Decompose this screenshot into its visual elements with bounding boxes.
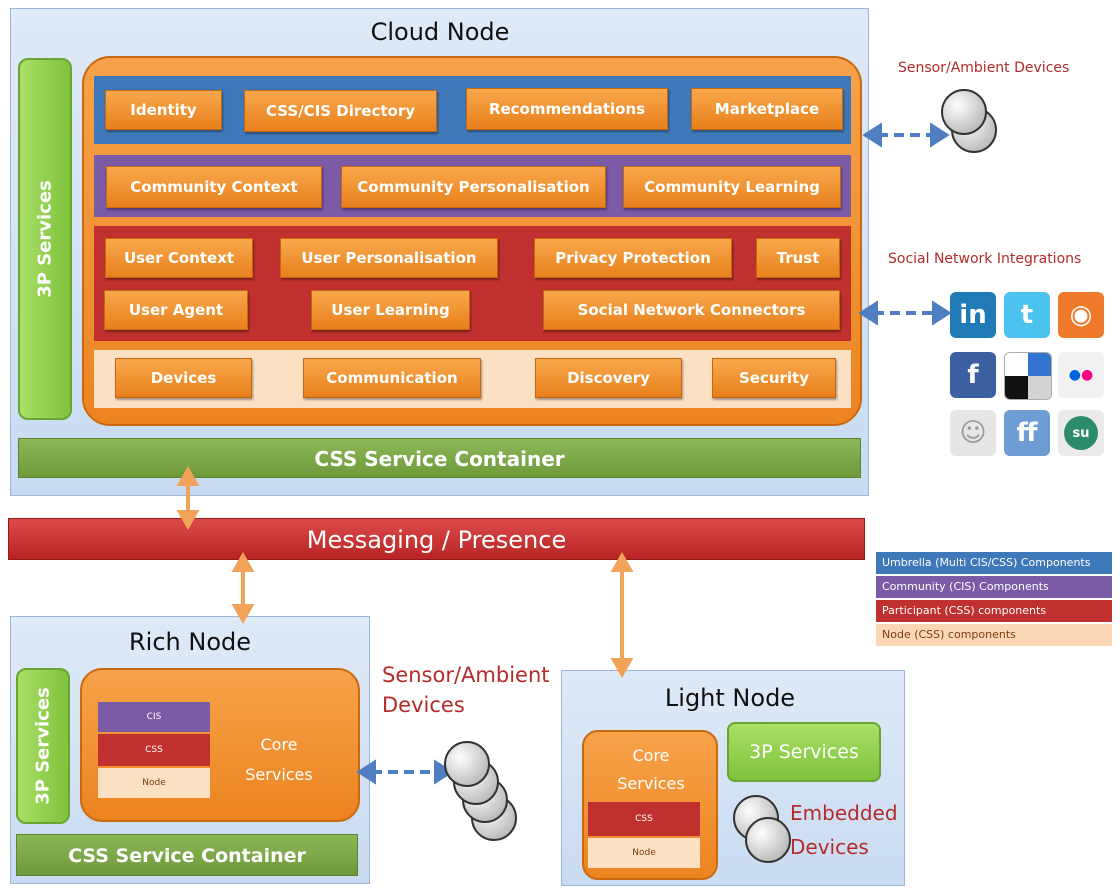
messaging-presence-bar: Messaging / Presence [8,518,865,560]
light-node-title: Light Node [664,684,796,712]
privacy-protection-component: Privacy Protection [534,238,732,278]
security-component: Security [712,358,836,398]
rich-sensor-arrow [356,759,454,785]
cloud-3p-services: 3P Services [18,58,72,420]
facebook-icon: f [950,352,996,398]
rich-node-box: Node [98,768,210,798]
twitter-icon: t [1004,292,1050,338]
delicious-icon [1004,352,1052,400]
myspace-icon: ☺ [950,410,996,456]
cloud-css-service-container: CSS Service Container [18,438,861,478]
sensor-devices-top-icon [941,89,997,153]
community-personalisation-component: Community Personalisation [341,166,606,208]
devices-component: Devices [115,358,252,398]
user-personalisation-component: User Personalisation [280,238,498,278]
sensor-devices-bottom-icon [444,741,517,841]
rich-node-title: Rich Node [128,628,251,656]
user-context-component: User Context [105,238,253,278]
rich-core-services-label: Core Services [245,735,313,784]
user-agent-component: User Agent [104,290,248,330]
rich-cis-box: CIS [98,702,210,732]
social-network-connectors-component: Social Network Connectors [543,290,840,330]
embedded-devices-icon [733,795,791,863]
sensor-ambient-devices-top-label: Sensor/Ambient Devices [898,60,1070,76]
linkedin-icon: in [950,292,996,338]
discovery-component: Discovery [535,358,682,398]
messaging-light-arrow [610,551,634,679]
friendfeed-icon: ff [1004,410,1050,456]
light-core-services-label: Core Services [617,746,685,793]
cloud-social-arrow [858,300,952,326]
communication-component: Communication [303,358,481,398]
legend-community: Community (CIS) Components [876,576,1112,598]
trust-component: Trust [756,238,840,278]
light-3p-services: 3P Services [727,722,881,782]
light-node-box: Node [588,838,700,868]
community-learning-component: Community Learning [623,166,841,208]
social-network-integrations-label: Social Network Integrations [888,251,1082,267]
community-context-component: Community Context [106,166,322,208]
flickr-icon: ●● [1058,352,1104,398]
recommendations-component: Recommendations [466,88,668,130]
sensor-ambient-devices-bottom-label: Sensor/Ambient Devices [382,663,550,717]
legend-umbrella: Umbrella (Multi CIS/CSS) Components [876,552,1112,574]
legend: Umbrella (Multi CIS/CSS) Components Comm… [876,552,1116,650]
cloud-node-title: Cloud Node [370,18,510,46]
light-css-box: CSS [588,802,700,836]
identity-component: Identity [105,90,222,130]
cloud-messaging-arrow [176,465,200,531]
legend-node: Node (CSS) components [876,624,1112,646]
social-icons-grid: in t ◉ f ●● ☺ ff su [950,292,1110,462]
rss-icon: ◉ [1058,292,1104,338]
marketplace-component: Marketplace [691,88,843,130]
stumbleupon-icon: su [1058,410,1104,456]
rich-css-service-container: CSS Service Container [16,834,358,876]
rich-3p-services: 3P Services [16,668,70,824]
light-3p-services-label: 3P Services [749,741,859,763]
messaging-rich-arrow [231,551,255,625]
cloud-sensor-arrow [862,122,950,148]
legend-participant: Participant (CSS) components [876,600,1112,622]
user-learning-component: User Learning [311,290,470,330]
rich-css-box: CSS [98,734,210,766]
css-cis-directory-component: CSS/CIS Directory [244,90,437,132]
embedded-devices-label: Embedded Devices [790,801,898,859]
